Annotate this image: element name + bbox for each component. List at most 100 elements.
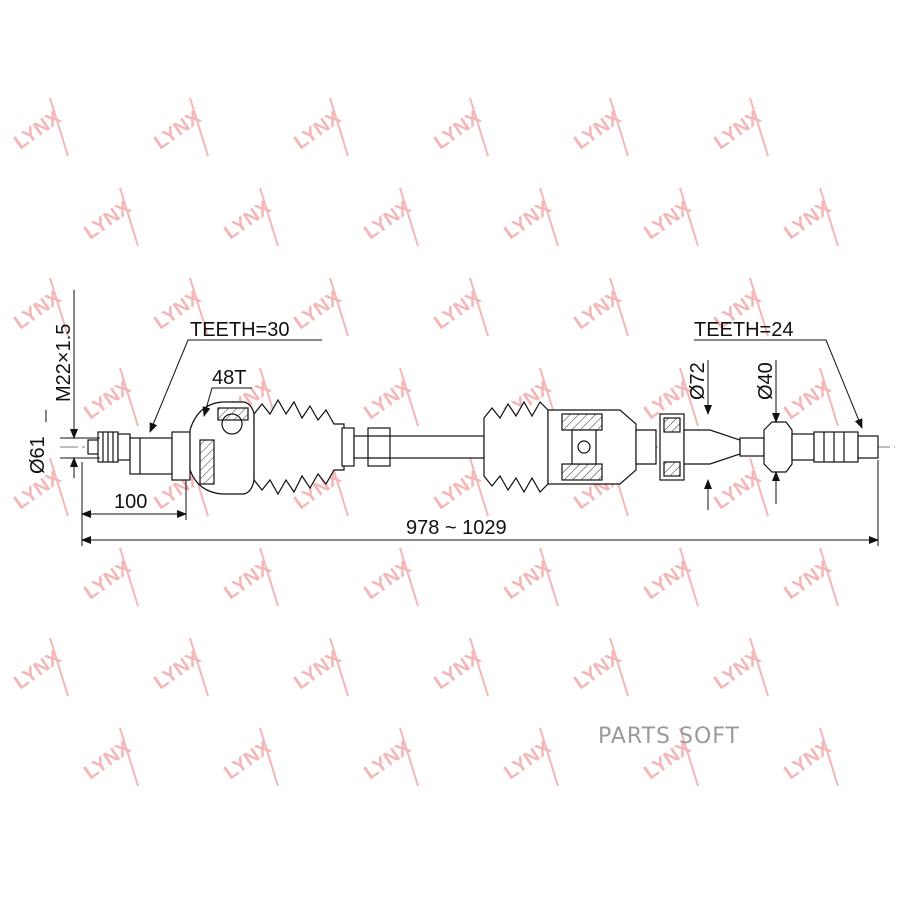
lynx-watermark-logo: LYNX [430, 466, 485, 514]
seal-collar [763, 421, 793, 473]
lynx-watermark-stroke [469, 277, 489, 337]
lynx-watermark-stroke [189, 637, 209, 697]
lynx-watermark-logo: LYNX [710, 466, 765, 514]
lynx-watermark-stroke [49, 637, 69, 697]
lynx-watermark-logo: LYNX [10, 646, 65, 694]
lynx-watermark-logo: LYNX [780, 376, 835, 424]
lynx-watermark-stroke [399, 367, 419, 427]
lynx-watermark-stroke [189, 97, 209, 157]
lynx-watermark-stroke [329, 97, 349, 157]
lynx-watermark-logo: LYNX [290, 646, 345, 694]
lynx-watermark-stroke [679, 547, 699, 607]
lynx-watermark-stroke [399, 547, 419, 607]
damper [367, 427, 391, 467]
label-dia-seal: Ø40 [755, 362, 777, 400]
lynx-watermark-stroke [119, 367, 139, 427]
lynx-watermark-logo: LYNX [780, 736, 835, 784]
lynx-watermark-stroke [749, 637, 769, 697]
lynx-watermark-stroke [259, 187, 279, 247]
lynx-watermark-logo: LYNX [150, 106, 205, 154]
lynx-watermark-logo: LYNX [780, 556, 835, 604]
lynx-watermark-logo: LYNX [290, 106, 345, 154]
lynx-watermark-logo: LYNX [570, 646, 625, 694]
lynx-watermark-stroke [329, 277, 349, 337]
shaft-assembly [87, 398, 879, 496]
abs-ring [199, 439, 215, 485]
lynx-watermark-logo: LYNX [500, 196, 555, 244]
lynx-watermark-logo: LYNX [570, 106, 625, 154]
dimension-lines [45, 290, 879, 546]
parts-soft-overlay: PARTS SOFT [598, 724, 740, 749]
outer-stub [87, 431, 191, 481]
lynx-watermark-stroke [469, 97, 489, 157]
lynx-watermark-stroke [49, 457, 69, 517]
label-teeth-inner: TEETH=24 [694, 319, 793, 341]
lynx-watermark-logo: LYNX [220, 736, 275, 784]
lynx-watermark-stroke [469, 457, 489, 517]
lynx-watermark-logo: LYNX [220, 556, 275, 604]
lynx-watermark-logo: LYNX [10, 106, 65, 154]
lynx-watermark-logo: LYNX [500, 556, 555, 604]
lynx-watermark-stroke [469, 637, 489, 697]
lynx-watermark-stroke [609, 637, 629, 697]
lynx-watermark-stroke [539, 187, 559, 247]
lynx-watermark-stroke [119, 547, 139, 607]
label-dia-outer: Ø61 [27, 436, 49, 474]
lynx-watermark-logo: LYNX [640, 556, 695, 604]
label-abs-ring: 48T [212, 367, 246, 389]
label-length: 978 ~ 1029 [406, 517, 507, 539]
inner-boot [483, 400, 549, 494]
lynx-watermark-stroke [679, 187, 699, 247]
label-teeth-outer: TEETH=30 [190, 319, 289, 341]
lynx-watermark-logo: LYNX [150, 646, 205, 694]
lynx-watermark-logo: LYNX [220, 196, 275, 244]
lynx-watermark-logo: LYNX [360, 736, 415, 784]
lynx-watermark-stroke [609, 277, 629, 337]
lynx-watermark-stroke [329, 637, 349, 697]
lynx-watermark-logo: LYNX [360, 556, 415, 604]
lynx-watermark-stroke [49, 277, 69, 337]
lynx-watermark-stroke [189, 277, 209, 337]
lynx-watermark-logo: LYNX [710, 106, 765, 154]
lynx-watermark-logo: LYNX [360, 196, 415, 244]
lynx-watermark-logo: LYNX [80, 556, 135, 604]
label-offset-left: 100 [114, 491, 147, 513]
lynx-watermark-stroke [49, 97, 69, 157]
lynx-watermark-stroke [749, 97, 769, 157]
lynx-watermark-stroke [259, 727, 279, 787]
lynx-watermark-stroke [819, 727, 839, 787]
label-thread: M22×1.5 [53, 324, 75, 402]
lynx-watermark-stroke [539, 547, 559, 607]
lynx-watermark-stroke [819, 187, 839, 247]
lynx-watermark-logo: LYNX [570, 286, 625, 334]
lynx-watermark-logo: LYNX [430, 646, 485, 694]
lynx-watermark-logo: LYNX [430, 106, 485, 154]
lynx-watermark-logo: LYNX [710, 646, 765, 694]
lynx-watermark-stroke [819, 547, 839, 607]
lynx-watermark-logo: LYNX [80, 736, 135, 784]
lynx-watermark-stroke [609, 97, 629, 157]
lynx-watermark-logo: LYNX [80, 376, 135, 424]
lynx-watermark-logo: LYNX [80, 196, 135, 244]
lynx-watermark-stroke [679, 727, 699, 787]
lynx-watermark-stroke [119, 727, 139, 787]
lynx-watermark-stroke [539, 727, 559, 787]
outer-boot [253, 398, 345, 496]
lynx-watermark-logo: LYNX [500, 736, 555, 784]
lynx-watermark-stroke [399, 727, 419, 787]
lynx-watermark-stroke [749, 457, 769, 517]
lynx-watermark-stroke [749, 277, 769, 337]
lynx-watermark-logo: LYNX [640, 196, 695, 244]
lynx-watermark-stroke [119, 187, 139, 247]
lynx-watermark-stroke [819, 367, 839, 427]
lynx-watermark-logo: LYNX [780, 196, 835, 244]
inner-spline [813, 431, 859, 463]
lynx-watermark-stroke [679, 367, 699, 427]
lynx-watermark-stroke [259, 547, 279, 607]
lynx-watermark-logo: LYNX [290, 286, 345, 334]
lynx-watermark-logo: LYNX [360, 376, 415, 424]
lynx-watermark-stroke [399, 187, 419, 247]
label-dia-bearing: Ø72 [687, 362, 709, 400]
